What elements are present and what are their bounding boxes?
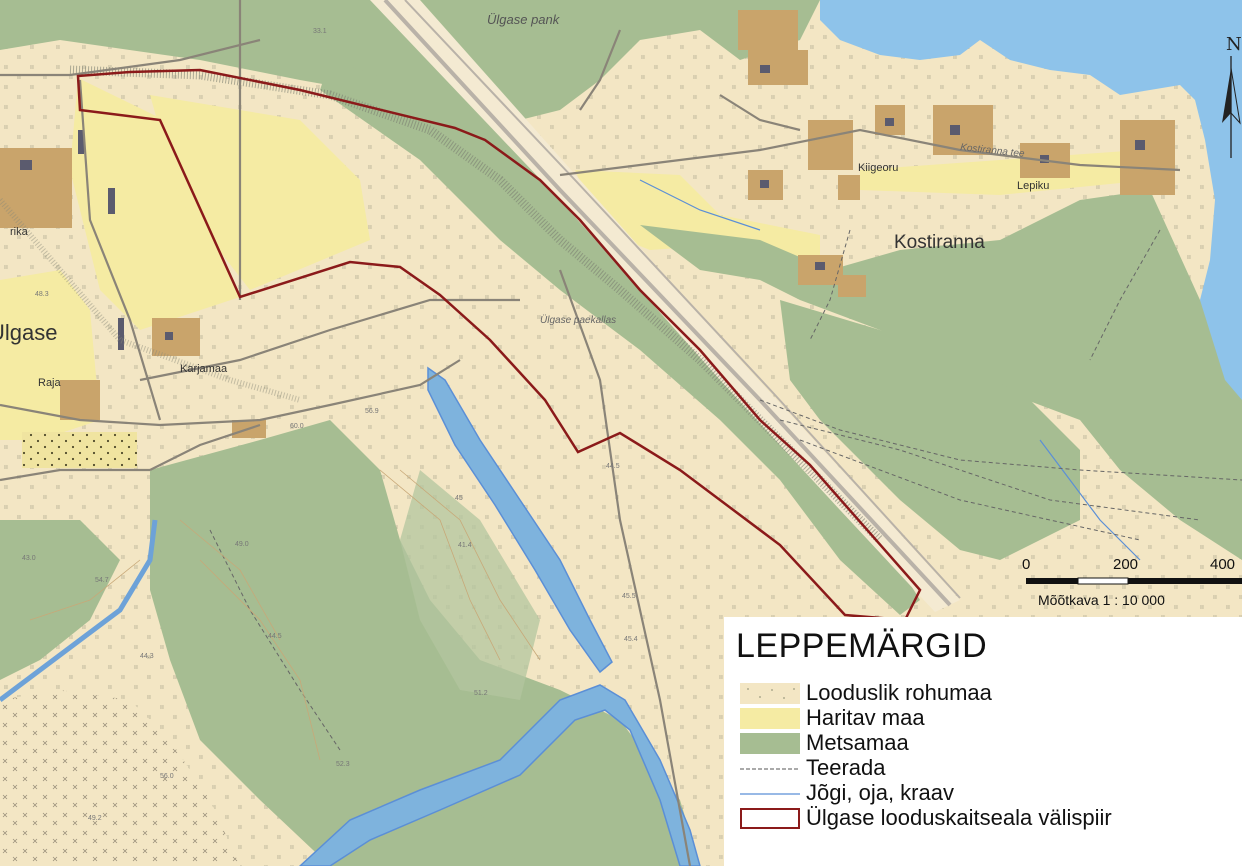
roads [0, 0, 1181, 866]
canal-south [298, 684, 701, 866]
spot-height: 44.3 [140, 653, 154, 660]
spot-height: 45 [455, 495, 463, 502]
legend-item-forest: Metsamaa [740, 730, 909, 755]
arable-field-kiigeoru [575, 170, 820, 260]
spot-height: 51.2 [474, 690, 488, 697]
legend-item-path: Teerada [740, 755, 886, 780]
forest-swatch [740, 732, 800, 754]
spot-height: 48.3 [35, 291, 49, 298]
contours [29, 469, 541, 761]
sea-area-east [1190, 0, 1242, 470]
label-arika: rika [10, 226, 29, 238]
forest-south [460, 700, 680, 866]
path-swatch [740, 767, 800, 770]
legend-label: Metsamaa [806, 730, 909, 755]
forest-kostiranna [640, 190, 1242, 560]
map-legend: LEPPEMÄRGID Looduslik rohumaa Haritav ma… [724, 617, 1242, 866]
scale-caption: Mõõtkava 1 : 10 000 [1038, 592, 1165, 608]
buildings [20, 65, 1145, 350]
spot-height: 49.0 [235, 541, 249, 548]
label-ulgase-pank: Ülgase pank [487, 12, 561, 27]
railway-line-2 [404, 0, 961, 599]
forest-cliff-belt [320, 60, 920, 615]
scale-tick-0: 0 [1022, 556, 1031, 573]
legend-item-boundary: Ülgase looduskaitseala välispiir [740, 805, 1112, 830]
arable-swatch [740, 707, 800, 729]
forest-east-lower [780, 300, 1080, 560]
arable-field-west [70, 78, 240, 330]
railway-line [383, 0, 952, 607]
legend-label: Looduslik rohumaa [806, 680, 992, 705]
arable-field-north [150, 95, 370, 290]
legend-label: Ülgase looduskaitseala välispiir [806, 805, 1112, 830]
paths [209, 229, 1242, 751]
legend-item-arable: Haritav maa [740, 705, 925, 730]
north-arrow: N [1200, 28, 1242, 163]
legend-item-stream: Jõgi, oja, kraav [740, 780, 954, 805]
north-label: N [1226, 34, 1242, 55]
scale-bar-graphic [1026, 577, 1242, 585]
spot-height: 33.1 [313, 28, 327, 35]
spot-height: 45.4 [624, 636, 638, 643]
label-lepiku: Lepiku [1017, 180, 1049, 192]
legend-label: Jõgi, oja, kraav [806, 780, 954, 805]
stream-swatch [740, 792, 800, 795]
grassland-swatch [740, 682, 800, 704]
label-kiigeoru: Kiigeoru [858, 162, 898, 174]
label-kostiranna: Kostiranna [894, 232, 985, 253]
spot-height: 45.5 [622, 593, 636, 600]
spot-height: 56.9 [365, 408, 379, 415]
spot-heights: 33.1 48.3 56.9 60.0 43.0 54.7 49.0 41.4 … [22, 28, 638, 822]
spot-height: 56.0 [160, 773, 174, 780]
spot-height: 43.0 [22, 555, 36, 562]
north-arrow-icon: N [1222, 34, 1242, 158]
crosshatch-area [0, 690, 240, 866]
boundary-swatch [740, 807, 800, 829]
legend-label: Haritav maa [806, 705, 925, 730]
spot-height: 52.3 [336, 761, 350, 768]
forest-center [400, 470, 540, 700]
dotted-field [22, 432, 137, 468]
spot-height: 44.5 [268, 633, 282, 640]
label-ulgase: Ülgase [0, 320, 57, 345]
spot-height: 60.0 [290, 423, 304, 430]
spot-height: 44.5 [606, 463, 620, 470]
label-ulgase-paekallas: Ülgase paekallas [540, 314, 616, 326]
forest-west-edge [0, 520, 120, 680]
scale-tick-200: 200 [1113, 556, 1139, 573]
stream-east [1039, 439, 1141, 561]
forest-north-slope [0, 0, 820, 120]
spot-height: 54.7 [95, 577, 109, 584]
stream-kostiranna [639, 179, 761, 231]
arable-field-lepiku [860, 150, 1150, 195]
legend-item-grassland: Looduslik rohumaa [740, 680, 992, 705]
yards [0, 10, 1175, 438]
label-raja: Raja [38, 377, 62, 389]
spot-height: 49.2 [88, 815, 102, 822]
legend-title: LEPPEMÄRGID [736, 627, 988, 665]
canal-north [427, 366, 613, 674]
label-karjamaa: Karjamaa [180, 363, 228, 375]
scale-bar: 0 200 400 Mõõtkava 1 : 10 000 [1018, 556, 1242, 616]
legend-label: Teerada [806, 755, 886, 780]
stream-west [0, 519, 158, 702]
spot-height: 41.4 [458, 542, 472, 549]
scale-tick-400: 400 [1210, 556, 1236, 573]
